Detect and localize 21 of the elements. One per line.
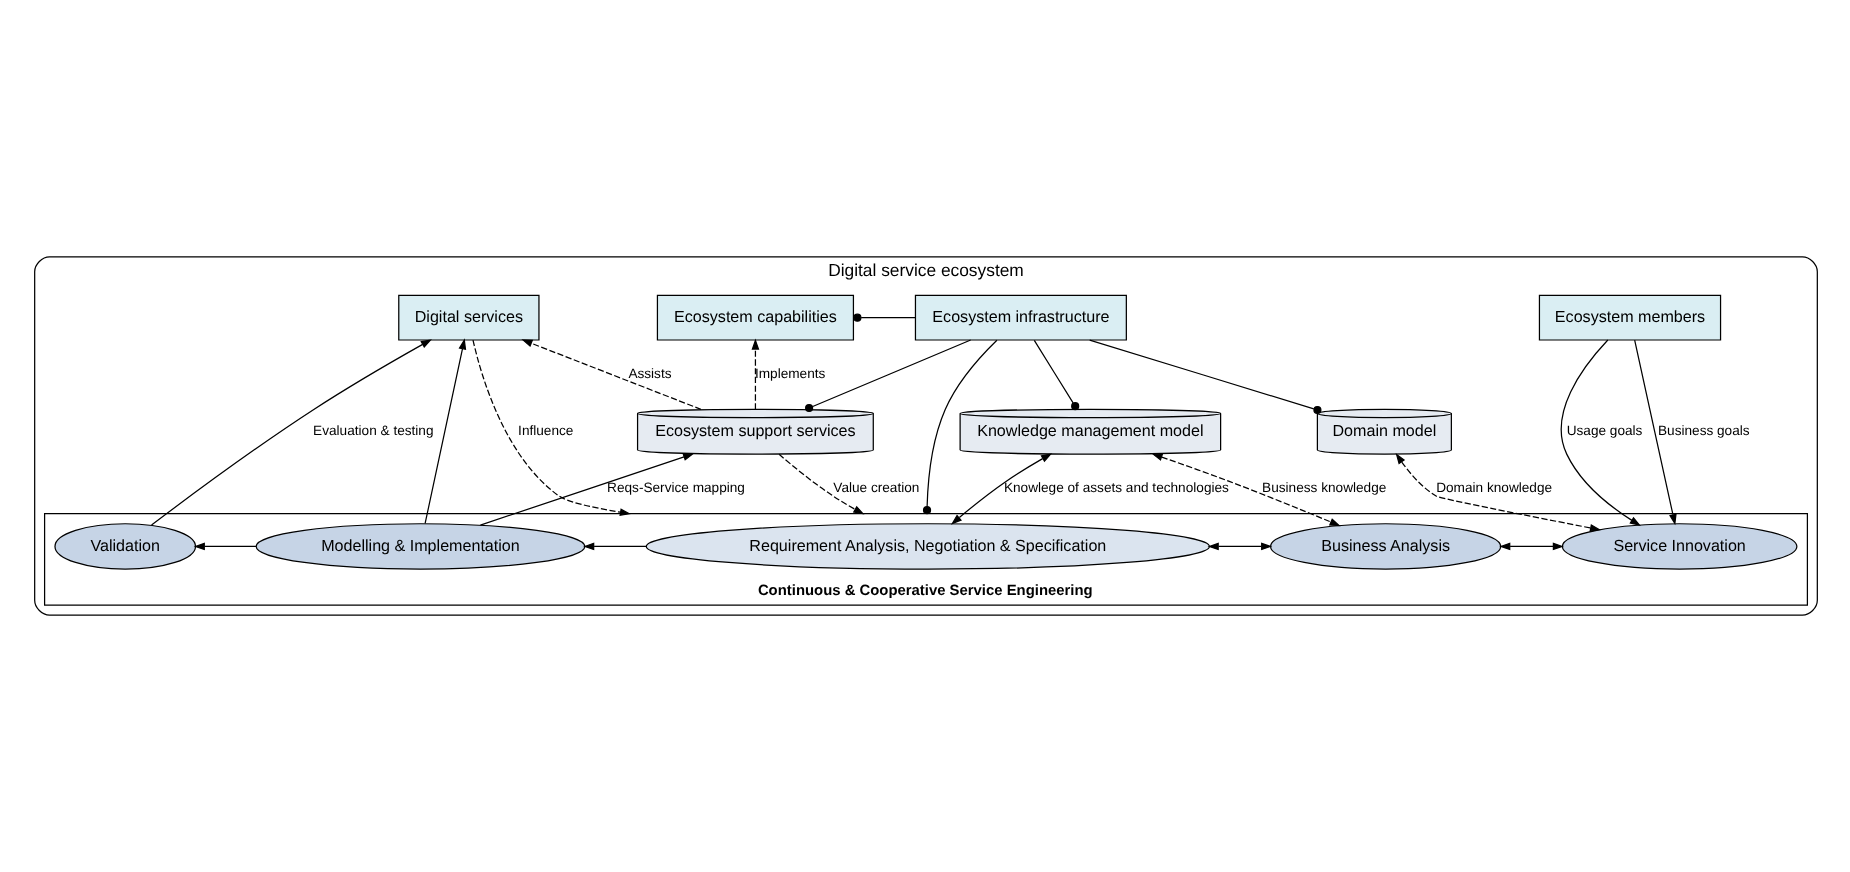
arrow: [471, 339, 631, 517]
connector: [804, 339, 971, 413]
arrow: [949, 453, 1052, 525]
arrow: [777, 453, 864, 515]
arrow: [520, 339, 701, 410]
arrow: [192, 542, 256, 551]
arrow: [1394, 453, 1601, 532]
arrow: [1559, 339, 1640, 526]
connector: [852, 313, 915, 322]
arrow: [1150, 453, 1340, 527]
connector: [1088, 339, 1321, 415]
arrow: [149, 339, 431, 526]
connector: [1032, 339, 1079, 411]
arrow: [582, 542, 646, 551]
arrow: [750, 338, 759, 410]
arrow: [1206, 542, 1272, 551]
arrow: [423, 338, 466, 525]
arrow: [478, 453, 694, 526]
arrow: [1633, 339, 1676, 526]
connector: [921, 339, 997, 515]
arrow: [1498, 542, 1563, 551]
